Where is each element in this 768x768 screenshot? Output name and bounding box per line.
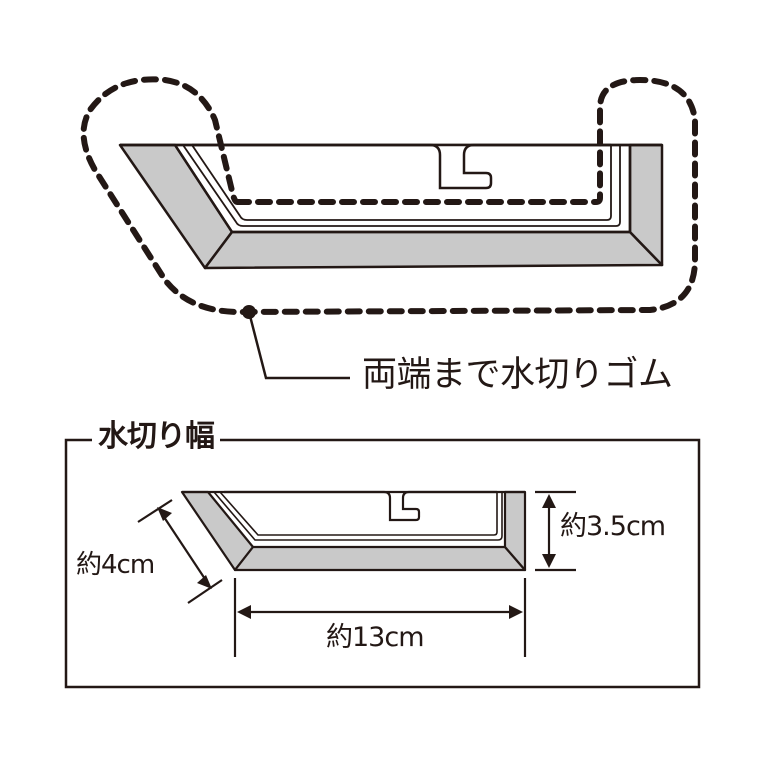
callout-label: 両端まで水切りゴム <box>362 355 673 395</box>
callout-leader <box>242 305 350 380</box>
section-title: 水切り幅 <box>92 422 220 452</box>
top-tray-illustration <box>118 143 664 270</box>
height-dimension-line <box>535 490 576 572</box>
depth-dimension-label: 約4cm <box>76 550 155 580</box>
bottom-tray-illustration <box>180 490 527 572</box>
width-dimension-label: 約13cm <box>326 622 425 653</box>
section-frame <box>64 438 701 689</box>
rubber-dashed-outline <box>80 76 698 315</box>
depth-dimension-line <box>137 499 223 604</box>
height-dimension-label: 約3.5cm <box>560 511 666 542</box>
width-dimension-line <box>233 578 527 657</box>
